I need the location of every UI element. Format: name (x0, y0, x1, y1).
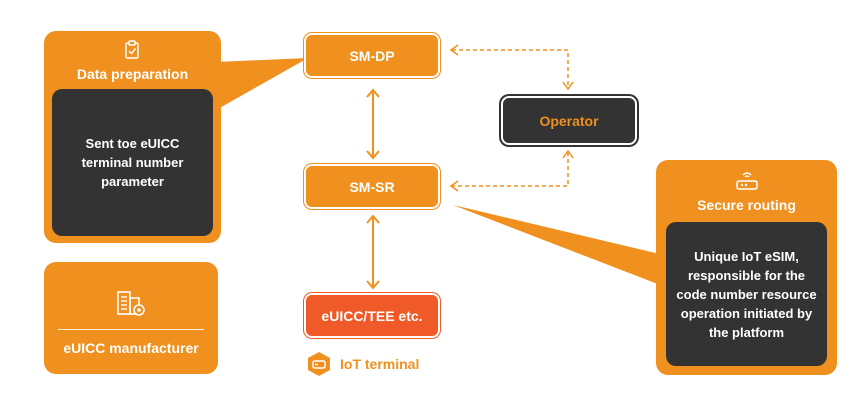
secure-routing-card: Secure routing Unique IoT eSIM, responsi… (656, 160, 837, 375)
callout-wedge-data-prep (216, 58, 308, 110)
data-preparation-title: Data preparation (76, 66, 189, 82)
secure-routing-body: Unique IoT eSIM, responsible for the cod… (666, 222, 827, 366)
secure-routing-text: Unique IoT eSIM, responsible for the cod… (676, 248, 817, 340)
euicc-manufacturer-card: eUICC manufacturer (44, 262, 218, 374)
callout-wedge-secure-routing (453, 205, 668, 288)
sm-dp-node: SM-DP (304, 33, 440, 78)
sm-sr-node: SM-SR (304, 164, 440, 209)
divider (58, 329, 204, 330)
building-gear-icon (115, 286, 147, 318)
dashed-operator-smsr (452, 152, 569, 187)
router-icon (734, 168, 760, 192)
iot-terminal-label: IoT terminal (340, 356, 420, 372)
data-preparation-body: Sent toe eUICC terminal number parameter (52, 89, 213, 236)
euicc-manufacturer-title: eUICC manufacturer (63, 340, 199, 356)
arrow-smdp-smsr (366, 88, 380, 160)
clipboard-check-icon (121, 40, 143, 60)
dashed-smdp-operator (452, 49, 569, 88)
data-preparation-card: Data preparation Sent toe eUICC terminal… (44, 31, 221, 243)
euicc-tee-node: eUICC/TEE etc. (304, 293, 440, 338)
data-preparation-text: Sent toe eUICC terminal number parameter (81, 136, 184, 189)
secure-routing-title: Secure routing (697, 197, 796, 213)
arrow-smsr-euicc (366, 214, 380, 290)
iot-device-icon (306, 351, 332, 377)
operator-node: Operator (501, 96, 637, 145)
